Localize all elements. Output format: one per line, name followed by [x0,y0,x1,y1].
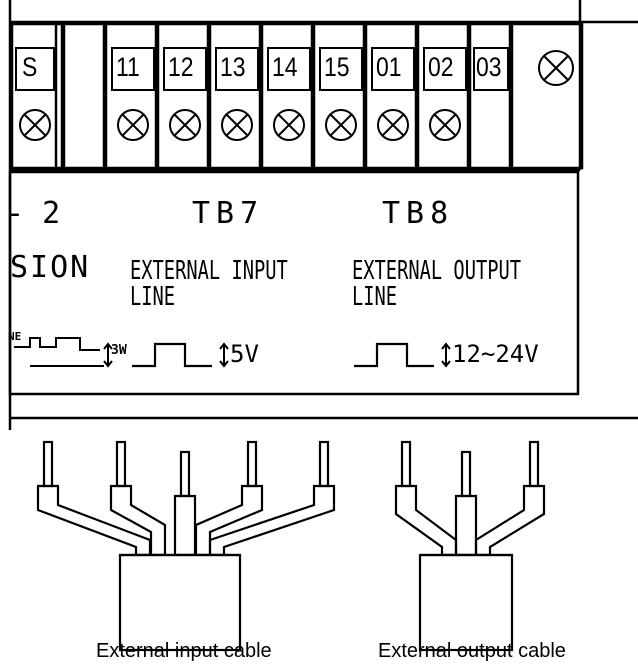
input-waveform [132,342,212,368]
terminal-label-02: 02 [428,52,454,82]
input-voltage-label: 5V [230,340,259,368]
output-cable-caption: External output cable [378,640,566,662]
left-waveform [14,337,100,351]
voltage-arrows [103,342,451,368]
external-input-label: EXTERNAL INPUT [130,256,288,286]
input-cable-caption: External input cable [96,640,272,662]
tb-left-label: - 2 [6,196,61,231]
terminal-label-12: 12 [168,52,194,82]
terminal-label-14: 14 [272,52,298,82]
left-line-label: SION [10,250,91,285]
output-waveform [354,342,434,368]
input-cable [36,440,336,652]
terminal-label-13: 13 [220,52,246,82]
output-voltage-label: 12~24V [452,340,539,368]
output-cable [394,440,546,652]
terminal-label-03: 03 [476,52,502,82]
terminal-label-11: 11 [116,52,140,82]
input-line-label: LINE [130,282,176,312]
terminal-cells [10,0,584,170]
terminal-label-15: 15 [324,52,350,82]
external-output-label: EXTERNAL OUTPUT [352,256,522,286]
screw-terminals [19,50,574,141]
terminal-label-01: 01 [376,52,402,82]
terminal-label-s: S [22,52,38,82]
tb7-label: TB7 [192,196,265,231]
left-voltage-label: 3W [111,343,127,358]
label-panel [8,170,580,396]
tb8-label: TB8 [382,196,455,231]
output-line-label: LINE [352,282,398,312]
left-small-label: NE [8,330,22,343]
